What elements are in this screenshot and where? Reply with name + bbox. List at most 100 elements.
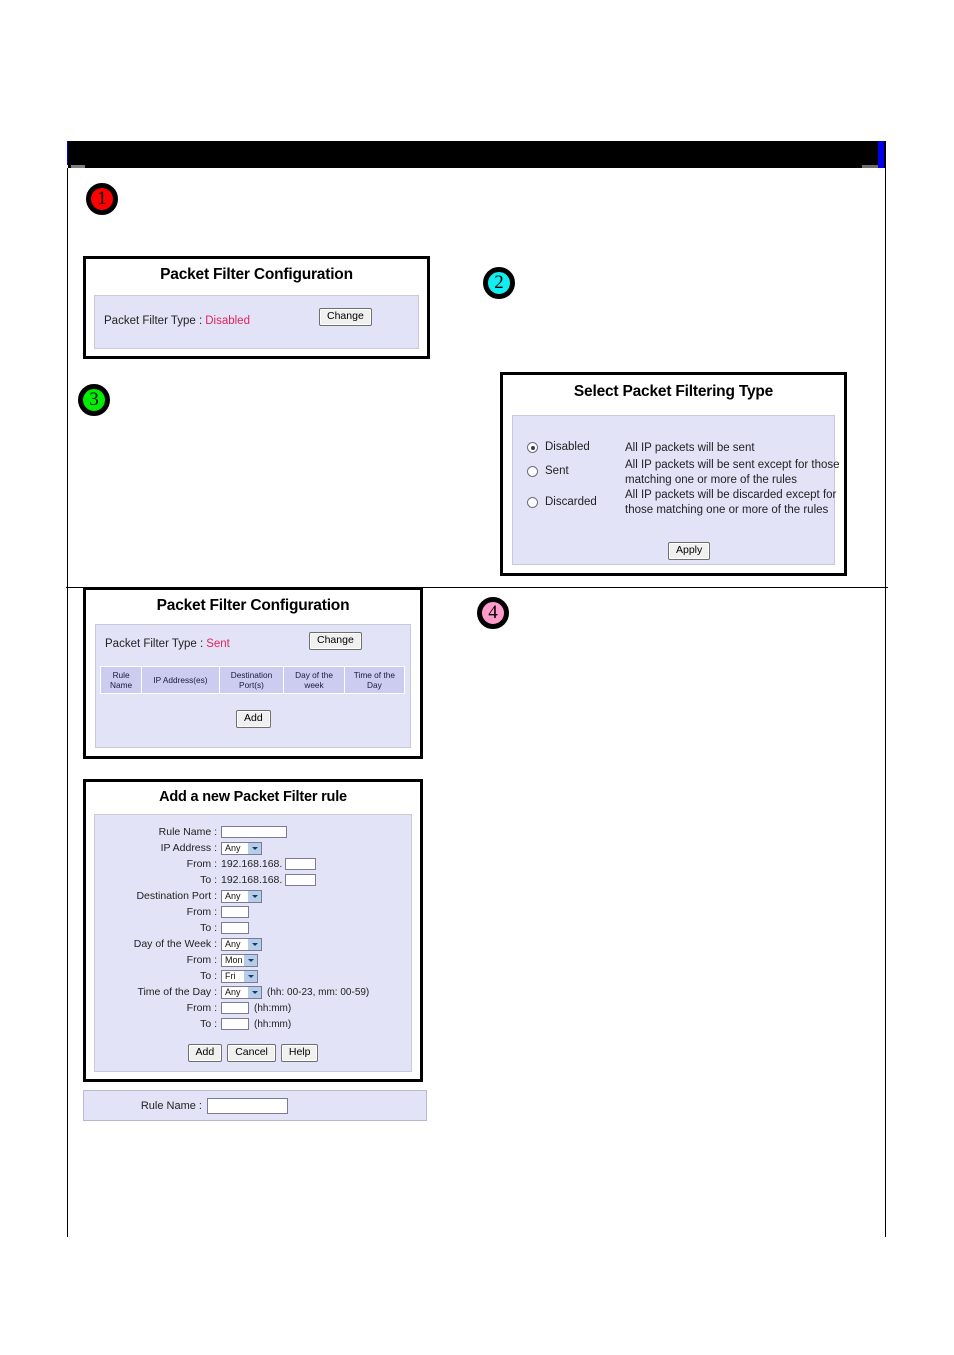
field-row-rule-name: Rule Name : — [95, 824, 411, 840]
title-bar — [68, 141, 886, 168]
chevron-down-icon[interactable] — [247, 938, 261, 950]
select-ip-address-value: Any — [225, 842, 241, 853]
field-row-port-to: To : — [95, 920, 411, 936]
radio-label-discarded: Discarded — [545, 496, 597, 508]
hint-time-from: (hh:mm) — [254, 1002, 292, 1014]
label-time-to: To : — [200, 1018, 217, 1030]
form-button-row: Add Cancel Help — [95, 1044, 411, 1062]
hint-time-to: (hh:mm) — [254, 1018, 292, 1030]
add-rule-button[interactable]: Add — [236, 710, 271, 728]
packet-filter-type-label: Packet Filter Type : — [105, 638, 204, 650]
panel-body: Packet Filter Type : Sent Change Rule Na… — [95, 624, 411, 748]
input-rule-name[interactable] — [221, 826, 287, 838]
column-header-rule-name: Rule Name — [99, 666, 143, 694]
select-dest-port[interactable]: Any — [221, 889, 262, 903]
field-row-day-to: To : Fri — [95, 968, 411, 984]
label-day-of-week: Day of the Week : — [133, 938, 217, 950]
field-row-port-from: From : — [95, 904, 411, 920]
radio-icon-disabled[interactable] — [527, 442, 538, 453]
step-badge-3: 3 — [78, 384, 110, 416]
change-button[interactable]: Change — [319, 308, 372, 326]
radio-icon-discarded[interactable] — [527, 497, 538, 508]
label-ip-address: IP Address : — [160, 842, 217, 854]
step-badge-4: 4 — [477, 597, 509, 629]
radio-option-disabled[interactable]: Disabled — [527, 441, 590, 453]
packet-filter-type-label: Packet Filter Type : — [104, 315, 203, 327]
label-ip-to: To : — [200, 874, 217, 886]
hint-time-of-day: (hh: 00-23, mm: 00-59) — [267, 986, 370, 998]
frame-section-divider — [66, 587, 888, 588]
packet-filter-type-row: Packet Filter Type : Disabled — [104, 315, 410, 327]
bottom-rule-name-row: Rule Name : — [84, 1098, 426, 1114]
add-button[interactable]: Add — [187, 1044, 223, 1062]
select-day-of-week[interactable]: Any — [221, 937, 262, 951]
panel-title: Packet Filter Configuration — [160, 266, 353, 283]
column-header-dest-port: Destination Port(s) — [218, 666, 285, 694]
label-ip-from: From : — [186, 858, 217, 870]
select-day-from-value: Mon — [225, 954, 243, 965]
input-bottom-rule-name[interactable] — [207, 1098, 288, 1114]
frame-border-right — [885, 168, 886, 1237]
frame-border-left — [67, 168, 68, 1237]
input-port-to[interactable] — [221, 922, 249, 934]
select-ip-address[interactable]: Any — [221, 841, 262, 855]
field-row-day-of-week: Day of the Week : Any — [95, 936, 411, 952]
field-row-ip-address: IP Address : Any — [95, 840, 411, 856]
page-frame — [66, 140, 888, 1237]
radio-label-disabled: Disabled — [545, 441, 590, 453]
label-day-from: From : — [186, 954, 217, 966]
change-button[interactable]: Change — [309, 632, 362, 650]
apply-button[interactable]: Apply — [668, 542, 711, 560]
select-dest-port-value: Any — [225, 890, 241, 901]
title-bar-shadow-left — [71, 165, 85, 168]
column-header-time-of-day: Time of the Day — [343, 666, 406, 694]
select-day-from[interactable]: Mon — [221, 953, 258, 967]
select-time-of-day[interactable]: Any — [221, 985, 262, 999]
radio-description-sent: All IP packets will be sent except for t… — [625, 459, 840, 486]
field-row-ip-from: From : 192.168.168. — [95, 856, 411, 872]
field-row-ip-to: To : 192.168.168. — [95, 872, 411, 888]
label-rule-name: Rule Name : — [158, 826, 217, 838]
radio-option-discarded[interactable]: Discarded — [527, 496, 597, 508]
panel-body: Disabled All IP packets will be sent Sen… — [512, 415, 840, 565]
label-time-from: From : — [186, 1002, 217, 1014]
radio-icon-sent[interactable] — [527, 466, 538, 477]
ip-from-prefix: 192.168.168. — [221, 858, 283, 870]
table-header-row: Rule Name IP Address(es) Destination Por… — [99, 666, 406, 694]
packet-filter-type-value: Sent — [206, 638, 230, 650]
chevron-down-icon[interactable] — [243, 954, 257, 966]
chevron-down-icon[interactable] — [247, 890, 261, 902]
chevron-down-icon[interactable] — [247, 842, 261, 854]
packet-filter-configuration-panel-disabled: Packet Filter Configuration Packet Filte… — [83, 256, 430, 359]
label-time-of-day: Time of the Day : — [137, 986, 217, 998]
radio-option-sent[interactable]: Sent — [527, 465, 569, 477]
input-ip-to[interactable] — [285, 874, 317, 886]
label-bottom-rule-name: Rule Name : — [140, 1100, 202, 1112]
column-header-day-of-week: Day of the week — [283, 666, 345, 694]
chevron-down-icon[interactable] — [243, 970, 257, 982]
radio-description-disabled: All IP packets will be sent — [625, 442, 755, 454]
radio-label-sent: Sent — [545, 465, 569, 477]
panel-body: Packet Filter Type : Disabled Change — [94, 295, 419, 349]
input-port-from[interactable] — [221, 906, 249, 918]
help-button[interactable]: Help — [280, 1044, 319, 1062]
select-day-of-week-value: Any — [225, 938, 241, 949]
title-bar-right-accent — [878, 141, 884, 168]
label-port-from: From : — [186, 906, 217, 918]
panel-title: Select Packet Filtering Type — [573, 383, 774, 400]
input-time-from[interactable] — [221, 1002, 249, 1014]
select-day-to-value: Fri — [225, 970, 236, 981]
field-row-time-from: From : (hh:mm) — [95, 1000, 411, 1016]
cancel-button[interactable]: Cancel — [227, 1044, 276, 1062]
step-badge-1: 1 — [86, 183, 118, 215]
field-row-day-from: From : Mon — [95, 952, 411, 968]
packet-filter-configuration-panel-sent: Packet Filter Configuration Packet Filte… — [83, 587, 423, 759]
chevron-down-icon[interactable] — [247, 986, 261, 998]
title-bar-shadow-right — [862, 165, 878, 168]
bottom-rule-name-strip: Rule Name : — [83, 1090, 427, 1121]
input-time-to[interactable] — [221, 1018, 249, 1030]
field-row-time-of-day: Time of the Day : Any (hh: 00-23, mm: 00… — [95, 984, 411, 1000]
radio-description-discarded: All IP packets will be discarded except … — [625, 489, 837, 516]
select-day-to[interactable]: Fri — [221, 969, 258, 983]
input-ip-from[interactable] — [285, 858, 317, 870]
